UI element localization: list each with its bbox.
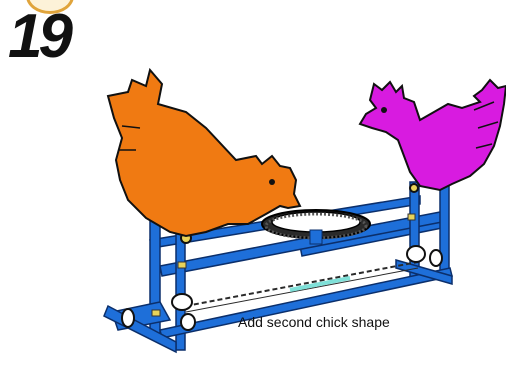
caption: Add second chick shape [238,314,390,330]
orange-chick-eye [269,179,275,185]
magenta-chick-eye [381,107,387,113]
orange-chick-shape [108,70,300,236]
magenta-chick-shape [360,80,506,190]
